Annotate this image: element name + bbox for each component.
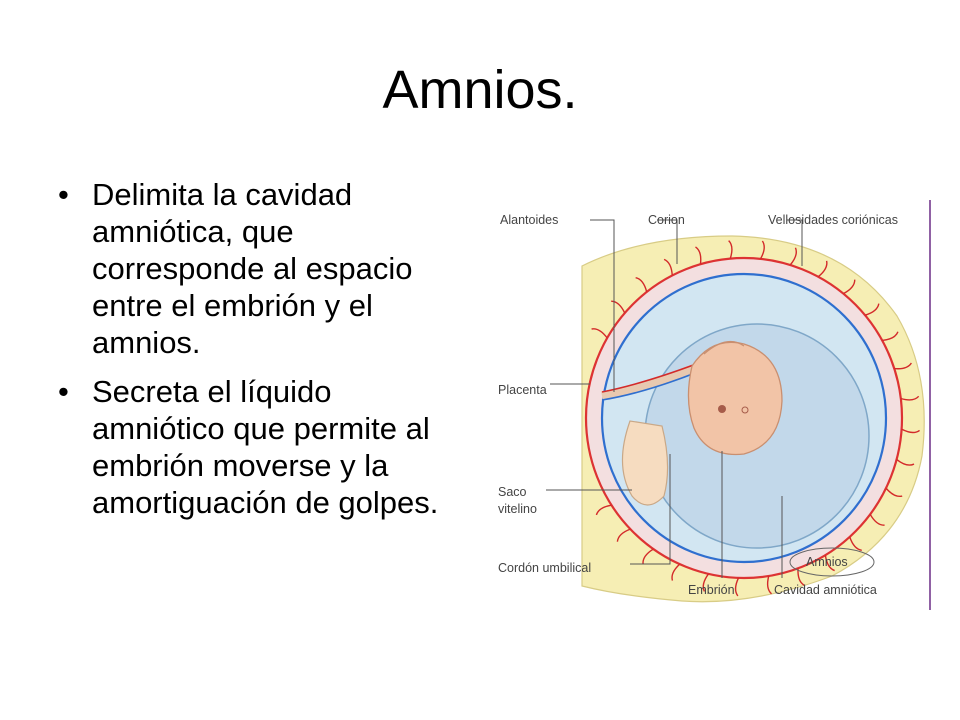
villus xyxy=(766,575,773,595)
villus xyxy=(611,300,626,314)
villus xyxy=(734,577,740,597)
villus xyxy=(900,395,920,401)
villus xyxy=(728,240,733,259)
label-amnios: Amnios xyxy=(806,555,848,569)
label-cordon: Cordón umbilical xyxy=(498,561,591,575)
label-saco-2: vitelino xyxy=(498,502,537,516)
embryo-eye xyxy=(718,405,726,413)
villus xyxy=(885,487,903,498)
bullet-list: Delimita la cavidad amniótica, que corre… xyxy=(58,176,468,533)
villus xyxy=(591,328,608,339)
label-corion: Corion xyxy=(648,213,685,227)
villus xyxy=(817,260,828,278)
leader-lines xyxy=(546,219,803,578)
villus xyxy=(901,428,920,434)
villus xyxy=(595,504,612,516)
chorionic-villi xyxy=(591,240,920,597)
villus xyxy=(642,548,654,564)
villus xyxy=(824,555,835,572)
embryo-neural-fold xyxy=(703,340,745,355)
villus xyxy=(635,277,648,293)
label-vellosidades: Vellosidades coriónicas xyxy=(768,213,898,227)
villus xyxy=(671,563,681,581)
villus xyxy=(864,303,880,316)
amnios-diagram-svg: Alantoides Corion Vellosidades coriónica… xyxy=(498,200,931,610)
villus xyxy=(882,331,899,342)
villus xyxy=(695,246,702,265)
villus xyxy=(663,258,673,276)
amnios-callout xyxy=(789,547,875,577)
villus xyxy=(894,362,912,370)
label-cavidad: Cavidad amniótica xyxy=(774,583,877,597)
label-placenta: Placenta xyxy=(498,383,547,397)
bullet-item: Secreta el líquido amniótico que permite… xyxy=(58,373,468,521)
amnios-diagram: Alantoides Corion Vellosidades coriónica… xyxy=(482,196,942,612)
label-embrion: Embrión xyxy=(688,583,735,597)
slide-title: Amnios. xyxy=(382,60,578,120)
villus xyxy=(702,573,710,592)
villus xyxy=(789,247,797,266)
yolk-sac xyxy=(621,420,669,506)
label-alantoides: Alantoides xyxy=(500,213,558,227)
bullet-item: Delimita la cavidad amniótica, que corre… xyxy=(58,176,468,361)
villus xyxy=(849,536,862,551)
embryo-limb-bud xyxy=(741,406,749,414)
villus xyxy=(896,458,915,466)
villus xyxy=(843,279,856,295)
villus xyxy=(616,528,631,542)
villus xyxy=(759,240,765,260)
villus xyxy=(869,513,885,526)
embryo xyxy=(687,341,783,456)
label-saco-1: Saco xyxy=(498,485,527,499)
